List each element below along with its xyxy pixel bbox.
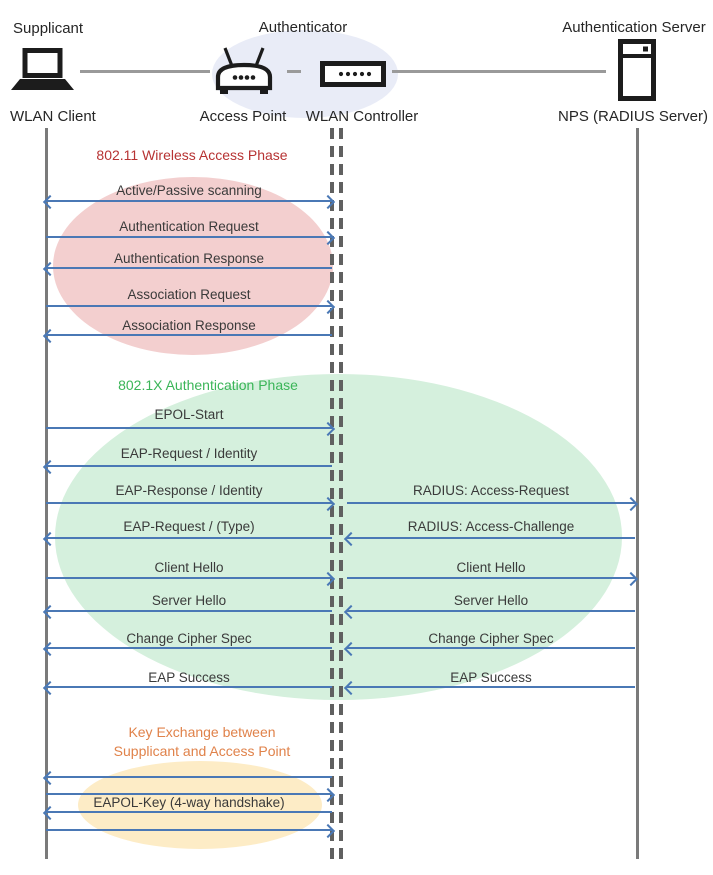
wlan-controller-lifeline-dash-right: [339, 128, 343, 861]
label-auth-response: Authentication Response: [113, 251, 265, 266]
arrow-eap-success-left: [42, 680, 332, 696]
label-assoc-request: Association Request: [127, 287, 251, 302]
key-exchange-phase-ellipse: [78, 761, 322, 849]
wireless-access-phase-ellipse: [53, 177, 333, 355]
arrow-server-hello-right: [343, 604, 635, 620]
access-point-icon: [212, 44, 276, 96]
arrow-assoc-response: [42, 328, 332, 344]
label-change-cipher-spec-right: Change Cipher Spec: [428, 631, 554, 646]
arrow-client-hello-right: [347, 571, 639, 587]
controller-server-link: [392, 70, 606, 73]
label-eap-success-right: EAP Success: [450, 670, 532, 685]
label-server-hello-left: Server Hello: [151, 593, 227, 608]
arrow-auth-request: [46, 230, 336, 246]
server-icon: [618, 39, 656, 101]
label-eap-response-identity: EAP-Response / Identity: [115, 483, 263, 498]
arrow-change-cipher-spec-right: [343, 641, 635, 657]
arrow-change-cipher-spec-left: [42, 641, 332, 657]
label-assoc-response: Association Response: [122, 318, 256, 333]
label-eap-request-type: EAP-Request / (Type): [123, 519, 255, 534]
role-supplicant: Supplicant: [13, 20, 84, 37]
arrow-eap-request-identity: [42, 459, 332, 475]
node-label-nps: NPS (RADIUS Server): [557, 108, 709, 125]
arrow-eapol-key-4: [46, 823, 336, 839]
arrow-eapol-key-2: [46, 787, 336, 803]
arrow-epol-start: [46, 421, 336, 437]
arrow-server-hello-left: [42, 604, 332, 620]
client-ap-link: [80, 70, 210, 73]
label-eap-request-identity: EAP-Request / Identity: [120, 446, 258, 461]
arrow-eap-request-type: [42, 531, 332, 547]
arrow-assoc-request: [46, 299, 336, 315]
arrow-eapol-key-1: [42, 770, 332, 786]
role-authenticator: Authenticator: [258, 19, 348, 36]
phase-title-key-exchange-line1: Key Exchange between: [128, 724, 276, 740]
arrow-radius-access-request: [347, 496, 639, 512]
arrow-client-hello-left: [46, 571, 336, 587]
label-radius-access-challenge: RADIUS: Access-Challenge: [407, 519, 575, 534]
label-radius-access-request: RADIUS: Access-Request: [412, 483, 570, 498]
arrow-eapol-key-3: [42, 805, 332, 821]
node-label-wlan-controller: WLAN Controller: [305, 108, 419, 125]
label-change-cipher-spec-left: Change Cipher Spec: [126, 631, 252, 646]
phase-title-wireless-access: 802.11 Wireless Access Phase: [96, 147, 288, 163]
label-auth-request: Authentication Request: [119, 219, 259, 234]
arrow-eap-response-identity: [46, 496, 336, 512]
arrow-auth-response: [42, 261, 332, 277]
label-server-hello-right: Server Hello: [453, 593, 529, 608]
arrow-radius-access-challenge: [343, 531, 635, 547]
node-label-access-point: Access Point: [199, 108, 287, 125]
label-epol-start: EPOL-Start: [154, 407, 224, 422]
wlan-client-lifeline: [45, 128, 48, 859]
ap-controller-link: [287, 70, 301, 73]
phase-title-key-exchange-line2: Supplicant and Access Point: [113, 743, 291, 759]
label-client-hello-left: Client Hello: [154, 560, 224, 575]
label-eapol-key: EAPOL-Key (4-way handshake): [93, 795, 285, 810]
nps-lifeline: [636, 128, 639, 859]
arrow-scanning: [42, 194, 336, 210]
phase-title-dot1x-authentication: 802.1X Authentication Phase: [118, 377, 298, 393]
role-authentication-server: Authentication Server: [562, 19, 706, 36]
arrow-eap-success-right: [343, 680, 635, 696]
laptop-icon: [8, 48, 76, 94]
label-client-hello-right: Client Hello: [456, 560, 526, 575]
label-scanning: Active/Passive scanning: [116, 183, 262, 198]
node-label-wlan-client: WLAN Client: [10, 108, 96, 125]
wlan-controller-lifeline-dash-left: [330, 128, 334, 861]
wlan-controller-icon: [320, 61, 386, 87]
label-eap-success-left: EAP Success: [148, 670, 230, 685]
